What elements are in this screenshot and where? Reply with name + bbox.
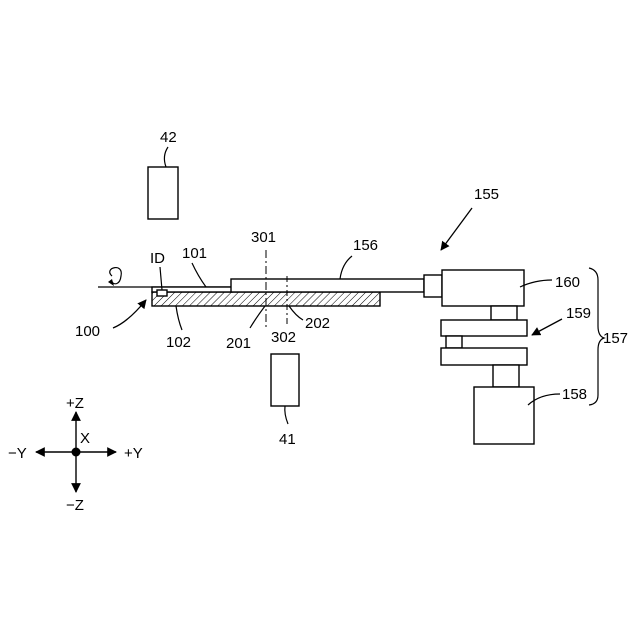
label-102: 102: [166, 334, 191, 351]
leader-202: [289, 306, 303, 320]
axis-x-dot-icon: [72, 448, 81, 457]
label-201: 201: [226, 335, 251, 352]
label-301: 301: [251, 229, 276, 246]
axis-label-x: X: [80, 430, 90, 447]
axis-label-minus-y: −Y: [8, 445, 27, 462]
label-42: 42: [160, 129, 177, 146]
axis-label-minus-z: −Z: [66, 497, 84, 514]
unit-160: [442, 270, 524, 306]
axis-label-plus-y: +Y: [124, 445, 143, 462]
arrow-155: [441, 208, 472, 250]
arrow-100: [113, 300, 146, 328]
label-159: 159: [566, 305, 591, 322]
connector-159-158: [493, 365, 519, 387]
arm-156: [231, 279, 424, 292]
arm-joint: [424, 275, 442, 297]
arrow-159: [532, 319, 562, 335]
label-id: ID: [150, 250, 165, 267]
label-160: 160: [555, 274, 580, 291]
label-101: 101: [182, 245, 207, 262]
label-202: 202: [305, 315, 330, 332]
leader-101: [192, 263, 206, 287]
label-41: 41: [279, 431, 296, 448]
brace-157: [589, 268, 604, 405]
label-100: 100: [75, 323, 100, 340]
leader-201: [250, 306, 265, 328]
motor-158: [474, 387, 534, 444]
gear-upper-159: [441, 320, 527, 336]
label-302: 302: [271, 329, 296, 346]
label-157: 157: [603, 330, 628, 347]
leader-160: [520, 280, 552, 287]
label-158: 158: [562, 386, 587, 403]
label-155: 155: [474, 186, 499, 203]
connector-160-159: [491, 306, 517, 320]
coordinate-axes: +Z −Z +Y −Y X: [8, 395, 143, 514]
sensor-41: [271, 354, 299, 406]
gear-link-159: [446, 336, 462, 348]
leader-41: [285, 406, 288, 424]
gear-lower-159: [441, 348, 527, 365]
leader-42: [164, 147, 168, 167]
leader-156: [340, 256, 352, 279]
sensor-42: [148, 167, 178, 219]
id-mark: [157, 290, 167, 296]
label-156: 156: [353, 237, 378, 254]
leader-102: [176, 306, 182, 330]
axis-label-plus-z: +Z: [66, 395, 84, 412]
